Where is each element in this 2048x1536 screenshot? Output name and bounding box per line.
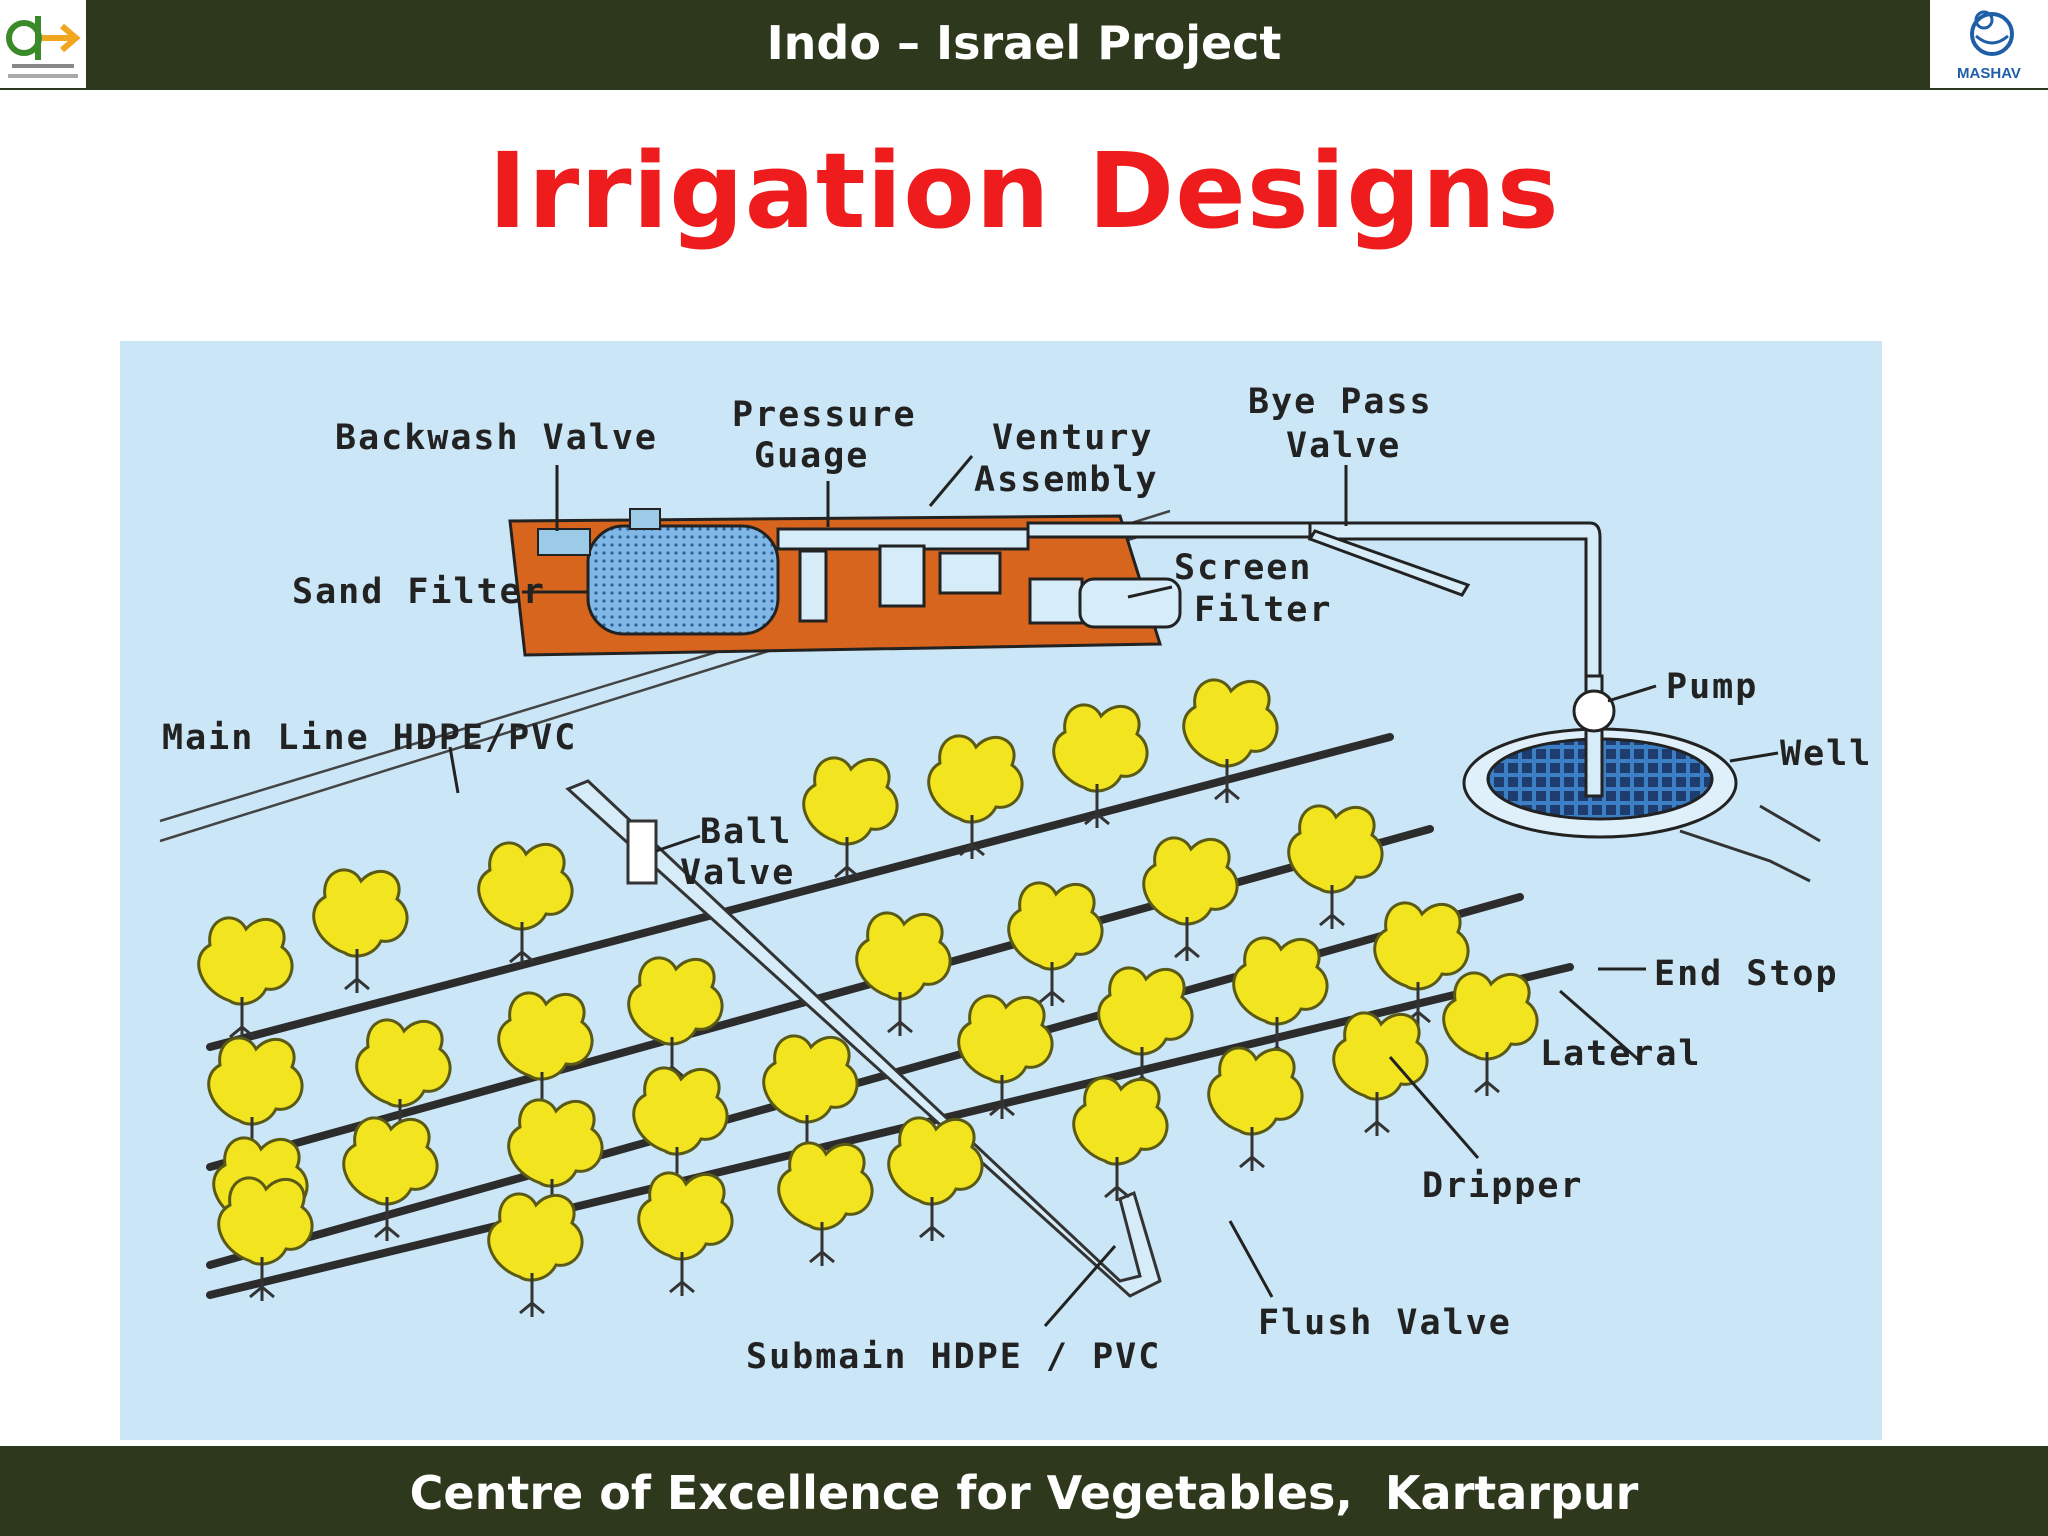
label-dripper: Dripper: [1422, 1166, 1584, 1206]
leaf-logo-icon: [6, 16, 81, 78]
footer-text: Centre of Excellence for Vegetables, Kar…: [409, 1466, 1639, 1520]
label-pressure-line1: Pressure: [732, 395, 917, 435]
label-well: Well: [1780, 734, 1872, 774]
label-submain: Submain HDPE / PVC: [746, 1337, 1161, 1377]
label-lateral: Lateral: [1540, 1034, 1702, 1074]
horticulture-mission-logo: [0, 0, 86, 88]
footer-bar: Centre of Excellence for Vegetables, Kar…: [0, 1446, 2048, 1536]
page-title: Irrigation Designs: [488, 130, 1560, 252]
label-backwash-valve: Backwash Valve: [335, 418, 658, 458]
label-screen-line1: Screen: [1174, 548, 1312, 588]
sand-filter-tank: [537, 508, 780, 636]
bye-pass-pipe: [1307, 521, 1602, 678]
label-bye-pass-line1: Bye Pass: [1248, 382, 1433, 422]
label-end-stop: End Stop: [1654, 954, 1839, 994]
leader-lines: [448, 455, 1779, 1327]
submain-pipe: [565, 779, 1162, 1298]
label-sand-filter: Sand Filter: [292, 572, 546, 612]
label-ventury-line1: Ventury: [992, 418, 1154, 458]
label-flush-valve: Flush Valve: [1258, 1303, 1512, 1343]
label-main-line: Main Line HDPE/PVC: [162, 718, 577, 758]
well-and-pump: [1462, 674, 1821, 883]
label-ball-line2: Valve: [680, 853, 795, 893]
header-title: Indo – Israel Project: [766, 16, 1282, 70]
mashav-emblem-icon: [1970, 10, 2014, 56]
header-bar: Indo – Israel Project MASHAV: [0, 0, 2048, 90]
irrigation-diagram: Backwash Valve Pressure Guage Ventury As…: [120, 341, 1882, 1440]
label-pump: Pump: [1666, 667, 1758, 707]
mashav-logo-text: MASHAV: [1957, 65, 2021, 82]
irrigation-diagram-svg: Backwash Valve Pressure Guage Ventury As…: [159, 382, 1872, 1377]
label-bye-pass-line2: Valve: [1286, 426, 1401, 466]
label-ventury-line2: Assembly: [974, 460, 1159, 500]
mashav-logo: MASHAV: [1930, 0, 2048, 88]
label-ball-line1: Ball: [700, 812, 792, 852]
label-screen-line2: Filter: [1194, 590, 1332, 630]
label-pressure-line2: Guage: [754, 436, 869, 476]
